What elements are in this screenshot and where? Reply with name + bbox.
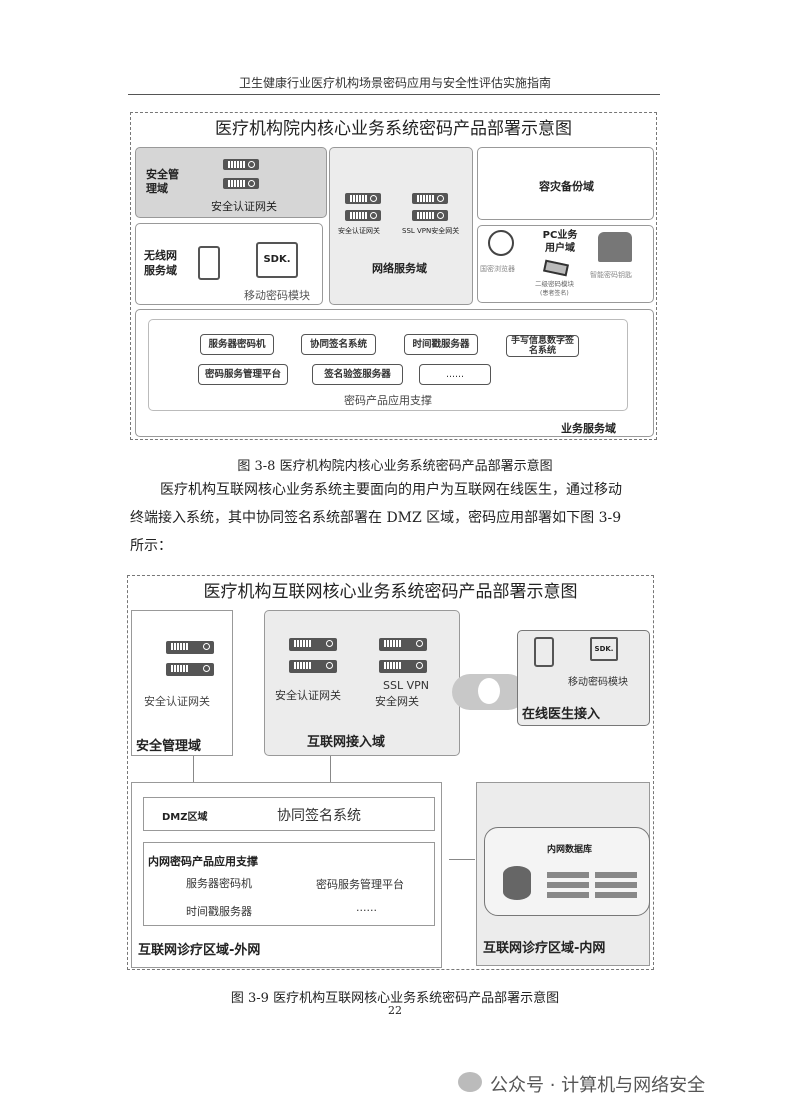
- server-icon: [345, 210, 381, 221]
- server-rack-icon: [595, 892, 637, 898]
- server-rack-icon: [595, 872, 637, 878]
- watermark: 公众号 · 计算机与网络安全: [490, 1075, 706, 1096]
- product-cosign: 协同签名系统: [301, 334, 376, 355]
- inner-zone-label: 互联网诊疗区域-内网: [483, 941, 606, 956]
- ssl-vpn-label: SSL VPN: [383, 679, 429, 692]
- gateway-label: 安全认证网关: [144, 695, 210, 708]
- inner-support-label: 内网密码产品应用支撑: [148, 855, 258, 868]
- cloud-shield-icon: [452, 674, 526, 710]
- globe-icon: [488, 230, 514, 256]
- server-rack-icon: [547, 882, 589, 888]
- internet-access-label: 互联网接入域: [307, 735, 386, 750]
- product-timestamp: 时间戳服务器: [404, 334, 478, 355]
- mobile-phone-icon: [198, 246, 220, 280]
- inner-support-box: 内网密码产品应用支撑 服务器密码机 密码服务管理平台 时间戳服务器 ......: [143, 842, 435, 926]
- caption-3-8: 图 3-8 医疗机构院内核心业务系统密码产品部署示意图: [237, 459, 553, 474]
- browser-label: 国密浏览器: [480, 265, 515, 273]
- network-domain-box: 安全认证网关 SSL VPN安全网关 网络服务域: [329, 147, 473, 305]
- cosign-label: 协同签名系统: [277, 808, 361, 824]
- internet-access-domain-box: 安全认证网关 SSL VPN 安全网关 互联网接入域: [264, 610, 460, 756]
- server-icon: [379, 638, 427, 651]
- wechat-icon: [458, 1072, 482, 1092]
- inner-db-label: 内网数据库: [547, 845, 593, 855]
- server-icon: [379, 660, 427, 673]
- connector-arrow: [330, 756, 331, 782]
- ssl-vpn-label-2: 安全网关: [375, 695, 419, 708]
- product-handwriting: 手写信息数字签名系统: [506, 335, 579, 357]
- item-timestamp: 时间戳服务器: [186, 905, 252, 918]
- product-more: ......: [419, 364, 491, 385]
- server-icon: [289, 638, 337, 651]
- inner-network-box: 内网数据库 互联网诊疗区域-内网: [476, 782, 650, 966]
- net-gateway-label: 安全认证网关: [338, 227, 380, 235]
- figure-3-9: [127, 575, 654, 970]
- gateway-label: 安全认证网关: [211, 200, 277, 213]
- online-doctor-box: SDK. 移动密码模块 在线医生接入: [517, 630, 650, 726]
- paragraph-line-1: 医疗机构互联网核心业务系统主要面向的用户为互联网在线医生，通过移动: [160, 482, 622, 498]
- outer-network-box: DMZ区域 协同签名系统 内网密码产品应用支撑 服务器密码机 密码服务管理平台 …: [131, 782, 442, 968]
- online-doctor-label: 在线医生接入: [522, 707, 601, 722]
- item-service-platform: 密码服务管理平台: [316, 878, 404, 891]
- server-rack-icon: [547, 872, 589, 878]
- security-domain-box: 安全管理域 安全认证网关: [135, 147, 327, 218]
- server-rack-icon: [595, 882, 637, 888]
- server-icon: [412, 193, 448, 204]
- product-server-crypto: 服务器密码机: [200, 334, 274, 355]
- gateway-label: 安全认证网关: [275, 689, 341, 702]
- dmz-label: DMZ区域: [162, 812, 208, 823]
- caption-3-9: 图 3-9 医疗机构互联网核心业务系统密码产品部署示意图: [230, 991, 560, 1006]
- user-computer-icon: [598, 232, 632, 262]
- item-more: ......: [356, 901, 377, 914]
- shield-icon: [478, 678, 500, 704]
- paragraph-line-2: 终端接入系统，其中协同签名系统部署在 DMZ 区域，密码应用部署如下图 3-9: [130, 510, 622, 526]
- dmz-box: DMZ区域 协同签名系统: [143, 797, 435, 831]
- server-icon: [166, 641, 214, 654]
- fig1-title: 医疗机构院内核心业务系统密码产品部署示意图: [215, 119, 572, 139]
- security-domain-label: 安全管理域: [146, 168, 179, 195]
- security-domain-label: 安全管理域: [136, 739, 202, 754]
- mobile-module-label: 移动密码模块: [568, 677, 628, 688]
- smart-key-label: 智能密码钥匙: [590, 271, 632, 279]
- server-icon: [345, 193, 381, 204]
- header-divider: [128, 94, 660, 95]
- level2-note: (患者签名): [540, 290, 569, 297]
- inner-db-box: 内网数据库: [484, 827, 650, 916]
- network-domain-label: 网络服务域: [372, 262, 427, 275]
- support-label: 密码产品应用支撑: [344, 394, 432, 407]
- server-rack-icon: [547, 892, 589, 898]
- database-icon: [503, 866, 531, 900]
- server-icon: [289, 660, 337, 673]
- figure-3-8: [130, 112, 657, 440]
- product-service-platform: 密码服务管理平台: [198, 364, 288, 385]
- disaster-recovery-label: 容灾备份域: [539, 180, 594, 193]
- fig2-title: 医疗机构互联网核心业务系统密码产品部署示意图: [203, 582, 578, 602]
- business-domain-label: 业务服务域: [561, 422, 616, 435]
- outer-zone-label: 互联网诊疗区域-外网: [138, 943, 261, 958]
- bidirectional-arrow: [449, 859, 475, 860]
- disaster-recovery-box: 容灾备份域: [477, 147, 654, 220]
- security-domain-box: 安全认证网关 安全管理域: [131, 610, 233, 756]
- pc-domain-label: PC业务用户域: [542, 230, 578, 254]
- mobile-phone-icon: [534, 637, 554, 667]
- server-icon: [166, 663, 214, 676]
- signature-pad-icon: [543, 259, 569, 277]
- item-server-crypto: 服务器密码机: [186, 877, 252, 890]
- sdk-icon: SDK.: [590, 637, 618, 661]
- paragraph-line-3: 所示：: [130, 538, 172, 554]
- mobile-module-label: 移动密码模块: [244, 289, 310, 302]
- page-number: 22: [388, 1004, 402, 1017]
- wireless-domain-box: 无线网服务域 SDK. 移动密码模块: [135, 223, 323, 305]
- server-icon: [223, 159, 259, 170]
- connector-line: [193, 756, 194, 782]
- pc-user-domain-box: 国密浏览器 PC业务用户域 二级密码模块 (患者签名) 智能密码钥匙: [477, 225, 654, 303]
- server-icon: [223, 178, 259, 189]
- running-header: 卫生健康行业医疗机构场景密码应用与安全性评估实施指南: [238, 76, 551, 90]
- business-domain-box: 服务器密码机 协同签名系统 时间戳服务器 手写信息数字签名系统 密码服务管理平台…: [135, 309, 654, 437]
- product-sign-verify: 签名验签服务器: [312, 364, 403, 385]
- wireless-domain-label: 无线网服务域: [144, 249, 177, 277]
- ssl-vpn-label: SSL VPN安全网关: [402, 227, 460, 235]
- sdk-icon: SDK.: [256, 242, 298, 278]
- level2-module-label: 二级密码模块: [535, 280, 574, 288]
- server-icon: [412, 210, 448, 221]
